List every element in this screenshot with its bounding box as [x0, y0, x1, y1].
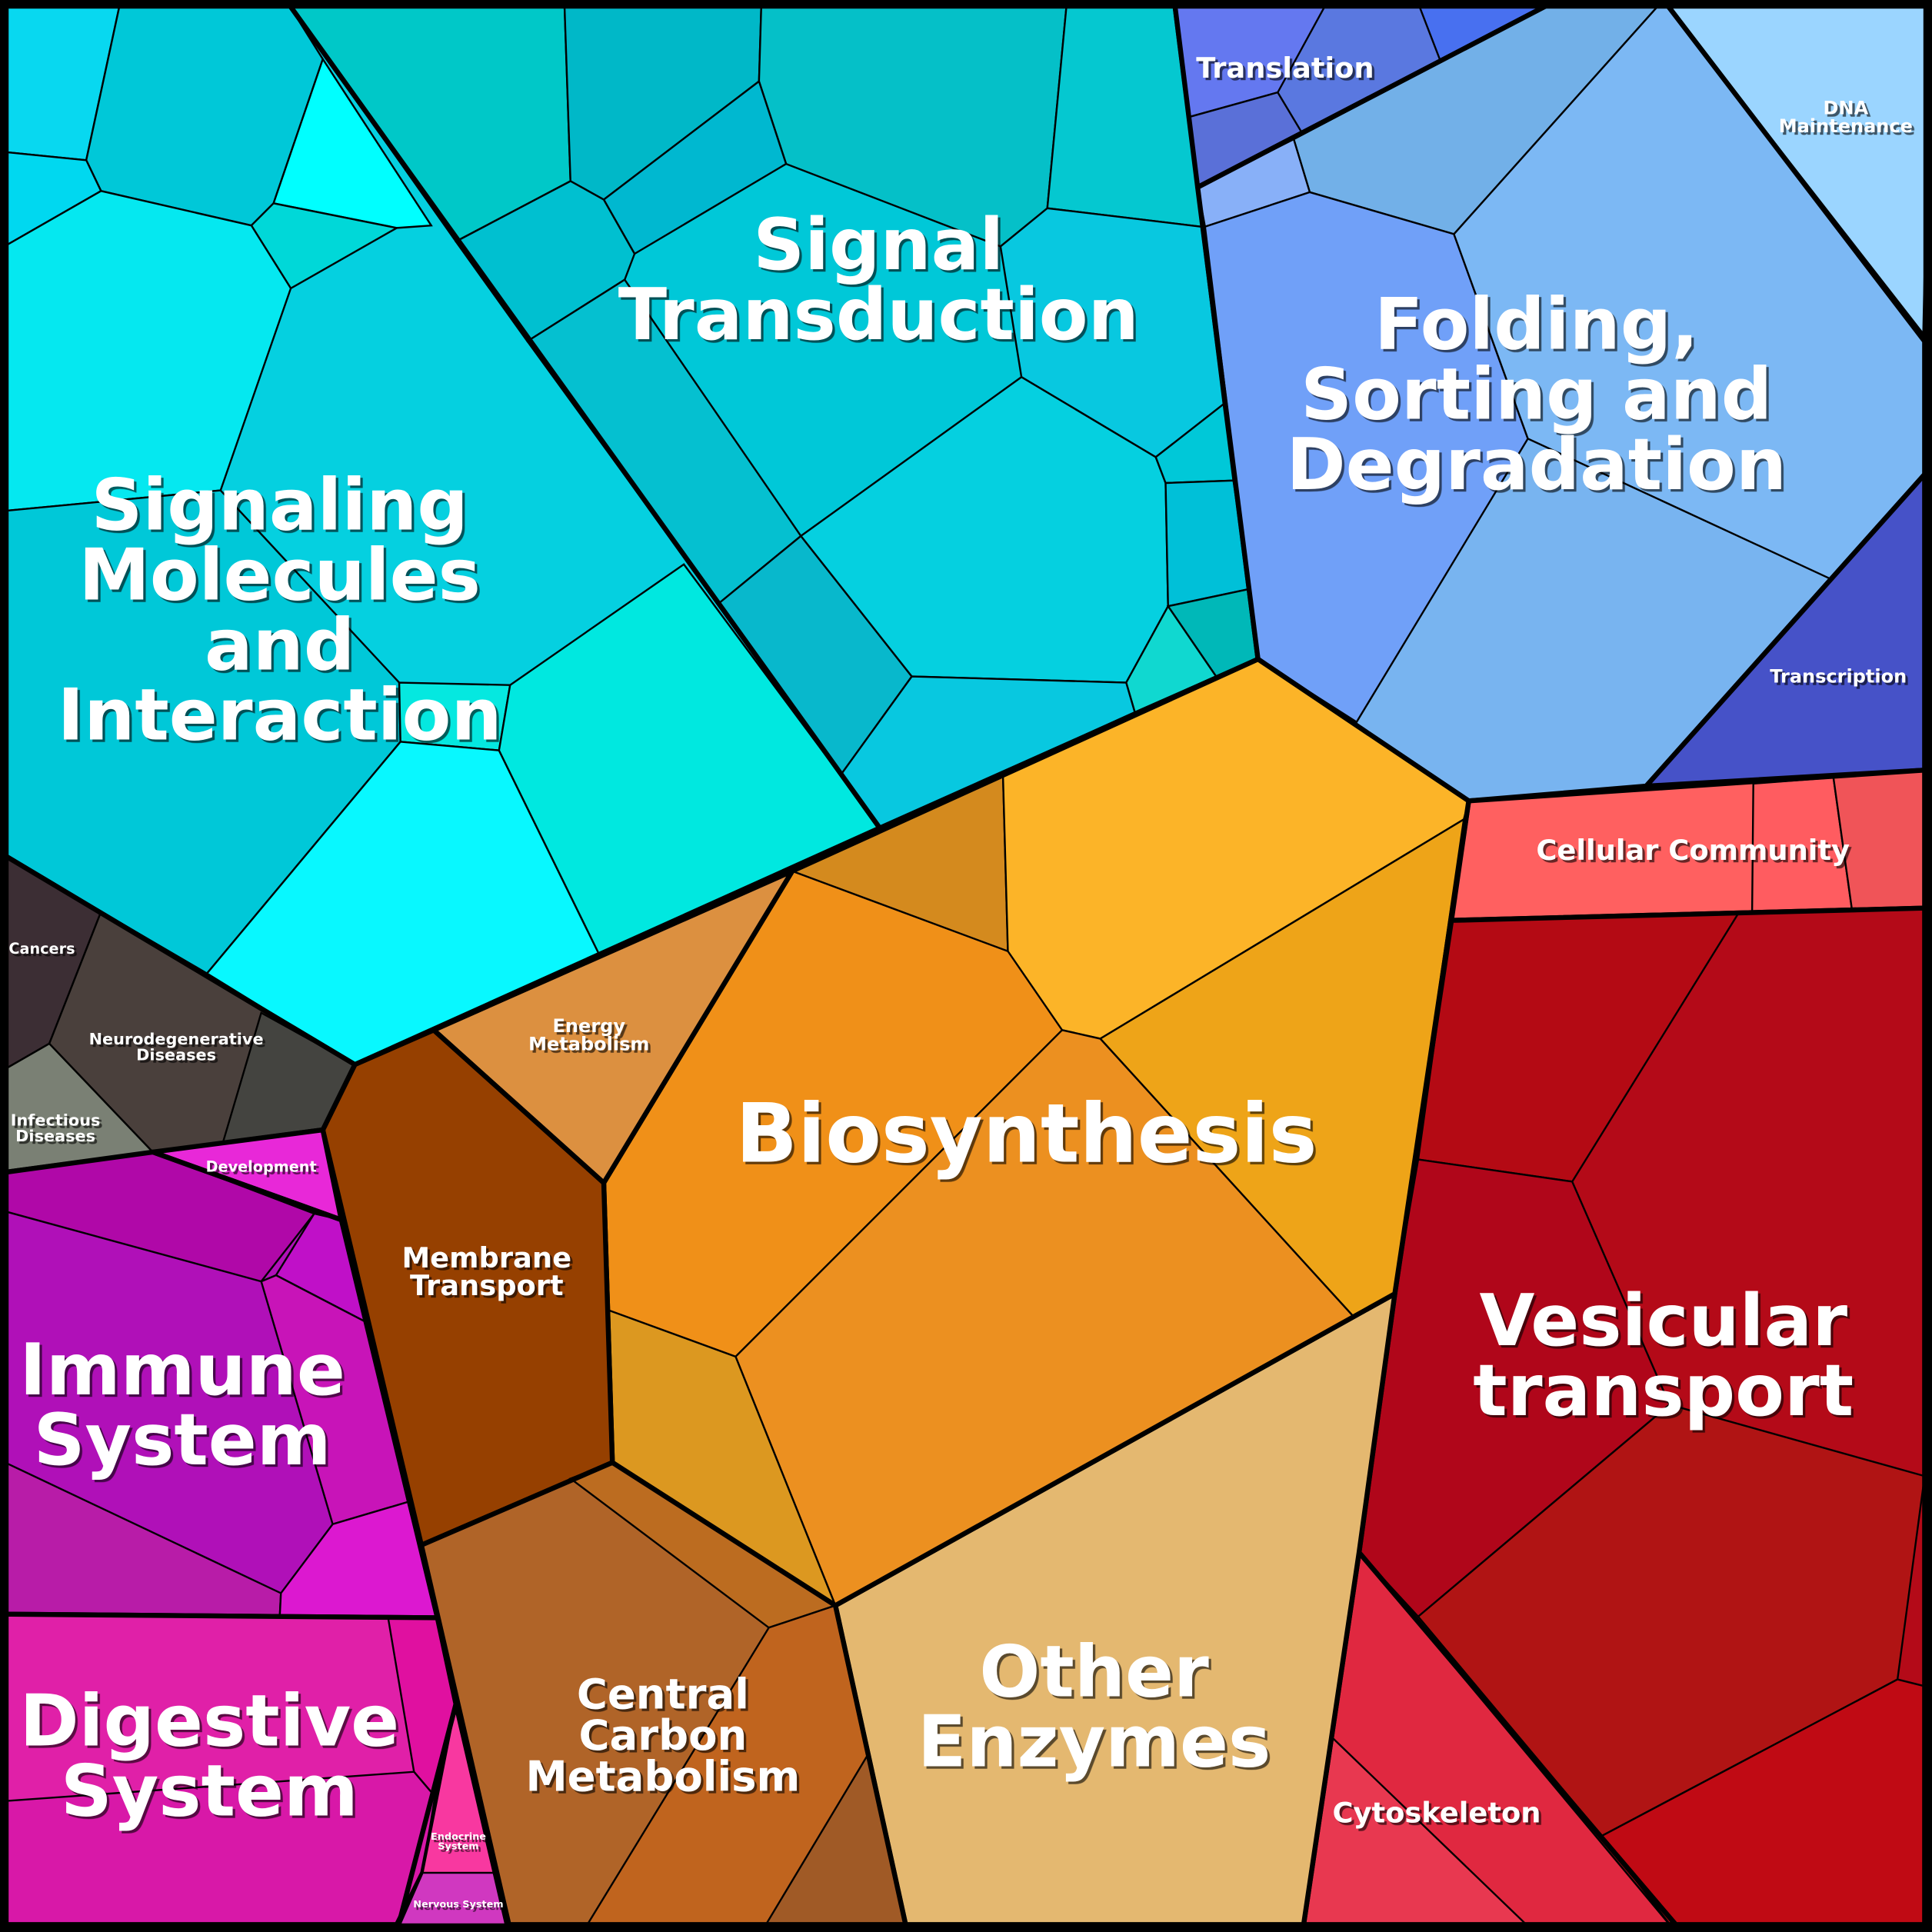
label-line: DNA — [1824, 97, 1869, 118]
label-cellular-community: Cellular Community — [1536, 834, 1850, 867]
label-line: Diseases — [15, 1127, 95, 1145]
group-biosynthesis[interactable] — [601, 656, 1471, 1608]
label-transcription: Transcription — [1770, 666, 1907, 688]
label-line: System — [34, 1398, 331, 1481]
label-line: System — [438, 1841, 478, 1853]
label-line: Central — [577, 1670, 749, 1719]
group-immune-system[interactable] — [0, 1149, 440, 1621]
label-line: Enzymes — [918, 1700, 1271, 1783]
label-cytoskeleton: Cytoskeleton — [1332, 1796, 1541, 1829]
label-line: Molecules — [78, 534, 481, 617]
label-cancers: Cancers — [8, 940, 75, 958]
label-line: Carbon — [579, 1710, 748, 1760]
label-line: Degradation — [1286, 423, 1787, 506]
label-line: Signal — [753, 203, 1004, 286]
label-line: Interaction — [58, 674, 502, 757]
label-line: Digestive — [20, 1679, 400, 1762]
group-border-development — [150, 1127, 344, 1223]
label-line: Transport — [410, 1269, 564, 1302]
label-line: Other — [979, 1630, 1209, 1713]
label-line: Transduction — [618, 273, 1139, 356]
group-signaling-molecules[interactable] — [0, 0, 883, 1068]
label-nervous-system: Nervous System — [413, 1899, 503, 1910]
label-line: Sorting and — [1301, 353, 1772, 436]
label-line: Vesicular — [1479, 1279, 1847, 1362]
label-line: Signaling — [91, 463, 468, 546]
label-line: Metabolism — [526, 1751, 801, 1800]
group-folding-sorting[interactable] — [1194, 0, 1927, 804]
label-line: Maintenance — [1779, 115, 1913, 137]
label-line: and — [205, 604, 355, 687]
group-border-endocrine-nervous — [394, 1701, 511, 1932]
label-line: Diseases — [136, 1045, 216, 1064]
label-line: Membrane — [402, 1241, 572, 1274]
label-line: Immune — [19, 1328, 345, 1411]
group-signal-transduction[interactable] — [283, 0, 1261, 831]
label-translation: Translation — [1196, 52, 1374, 85]
label-line: Infectious — [11, 1111, 101, 1130]
label-line: Neurodegenerative — [89, 1030, 264, 1048]
label-line: Endocrine — [431, 1831, 486, 1843]
label-line: Energy — [553, 1015, 626, 1037]
label-line: transport — [1473, 1349, 1854, 1432]
label-biosynthesis: Biosynthesis — [735, 1087, 1317, 1181]
label-line: System — [61, 1749, 358, 1832]
label-line: Metabolism — [528, 1033, 649, 1054]
label-line: Folding, — [1374, 283, 1699, 366]
label-development: Development — [206, 1158, 317, 1176]
group-nervous-system[interactable] — [395, 1871, 510, 1932]
group-central-carbon[interactable] — [418, 1460, 908, 1932]
group-vesicular-transport[interactable] — [1356, 905, 1932, 1932]
